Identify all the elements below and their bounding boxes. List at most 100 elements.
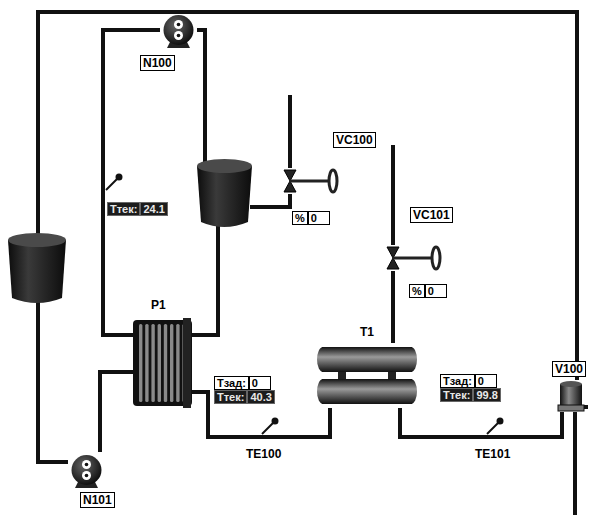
shell-end	[405, 379, 417, 404]
plate	[176, 324, 179, 402]
control-valve-icon	[283, 168, 341, 194]
plate	[139, 324, 142, 402]
process-value: 40.3	[247, 390, 274, 404]
setpoint-value: 0	[249, 376, 271, 390]
equipment-tag: V100	[552, 361, 586, 377]
value-display: Тзад:0Ттек:40.3	[214, 376, 275, 404]
value-display: Ттек:24.1	[107, 202, 168, 216]
equipment-tag: VC100	[333, 132, 376, 148]
tank-body	[197, 160, 252, 227]
value-display: %0	[292, 211, 330, 225]
valve-position: 0	[308, 211, 330, 225]
field-name: Ттек:	[107, 202, 140, 216]
shell	[322, 379, 412, 404]
setpoint-value: 0	[475, 374, 497, 388]
pipe	[391, 145, 395, 245]
pipe-connector	[100, 372, 133, 452]
valve-stem	[290, 180, 329, 183]
display-row: Ттек:40.3	[214, 390, 275, 404]
vessel-tee	[558, 405, 584, 411]
sensor-tip	[273, 419, 278, 424]
equipment-tag: P1	[151, 298, 166, 312]
outlet-valve: V100	[556, 380, 586, 412]
shell-end	[405, 347, 417, 372]
hand-wheel	[432, 247, 440, 269]
plate	[151, 324, 154, 402]
value-display: Тзад:0Ттек:99.8	[440, 374, 501, 402]
sensor-tag: TE100	[245, 447, 282, 461]
equipment-tag: N100	[140, 55, 175, 71]
process-value: 24.1	[140, 202, 167, 216]
vessel-top	[560, 381, 582, 387]
sensor-tip	[498, 419, 503, 424]
crossover	[338, 372, 346, 379]
shell-end	[317, 347, 329, 372]
tank-top	[197, 159, 252, 173]
control-valve: VC100	[283, 168, 341, 194]
display-row: Тзад:0	[440, 374, 501, 388]
tank	[8, 233, 66, 303]
sensor-tip	[117, 175, 122, 180]
field-name: Ттек:	[440, 388, 473, 402]
valve-stem	[393, 257, 432, 260]
display-row: Ттек:24.1	[107, 202, 168, 216]
plate-heat-exchanger: P1	[133, 318, 192, 408]
shell	[322, 347, 412, 372]
plate	[145, 324, 148, 402]
vessel-body	[560, 384, 582, 406]
plate	[170, 324, 173, 402]
impeller-hub	[177, 23, 181, 27]
impeller-hub	[177, 34, 181, 38]
outlet-valve-icon	[556, 380, 586, 412]
pressure-plate	[183, 318, 191, 408]
display-row: %0	[292, 211, 330, 225]
pipe-connector	[400, 408, 562, 437]
unit-sign: %	[409, 284, 425, 298]
pump: N101	[68, 452, 105, 489]
plate	[164, 324, 167, 402]
pump-casing	[164, 15, 194, 45]
shell-end	[317, 379, 329, 404]
pump-casing	[72, 455, 102, 485]
impeller	[82, 471, 91, 480]
value-display: %0	[409, 284, 447, 298]
display-row: Ттек:99.8	[440, 388, 501, 402]
process-value: 99.8	[473, 388, 500, 402]
equipment-tag: N101	[80, 492, 115, 508]
control-valve: VC101	[386, 245, 444, 271]
sensor-probe	[262, 422, 274, 434]
field-name: Ттек:	[214, 390, 247, 404]
equipment-tag: VC101	[410, 207, 453, 223]
control-valve-icon	[386, 245, 444, 271]
impeller	[174, 31, 183, 40]
valve-position: 0	[425, 284, 447, 298]
pipe	[560, 407, 588, 515]
pump-icon	[160, 12, 197, 49]
equipment-tag: T1	[360, 325, 374, 339]
tank	[197, 159, 252, 227]
sensor-probe	[487, 422, 499, 434]
display-row: %0	[409, 284, 447, 298]
impeller	[82, 460, 91, 469]
sensor-tag: TE101	[474, 447, 511, 461]
field-name: Тзад:	[440, 374, 475, 388]
pipe-lines	[250, 95, 588, 515]
pipe-connector	[38, 12, 577, 462]
hand-wheel	[329, 170, 337, 192]
tube-heat-exchanger-icon	[316, 343, 418, 408]
unit-sign: %	[292, 211, 308, 225]
plate-heat-exchanger-icon	[133, 318, 192, 408]
pump-icon	[68, 452, 105, 489]
tube-heat-exchanger: T1	[316, 343, 418, 408]
pipe-connector	[391, 271, 395, 343]
tank-top	[8, 233, 66, 247]
pipe-connector	[103, 30, 160, 335]
sensor-probe	[106, 178, 118, 190]
pump: N100	[160, 12, 197, 49]
temperature-sensors	[106, 175, 503, 435]
field-name: Тзад:	[214, 376, 249, 390]
impeller-hub	[85, 463, 89, 467]
